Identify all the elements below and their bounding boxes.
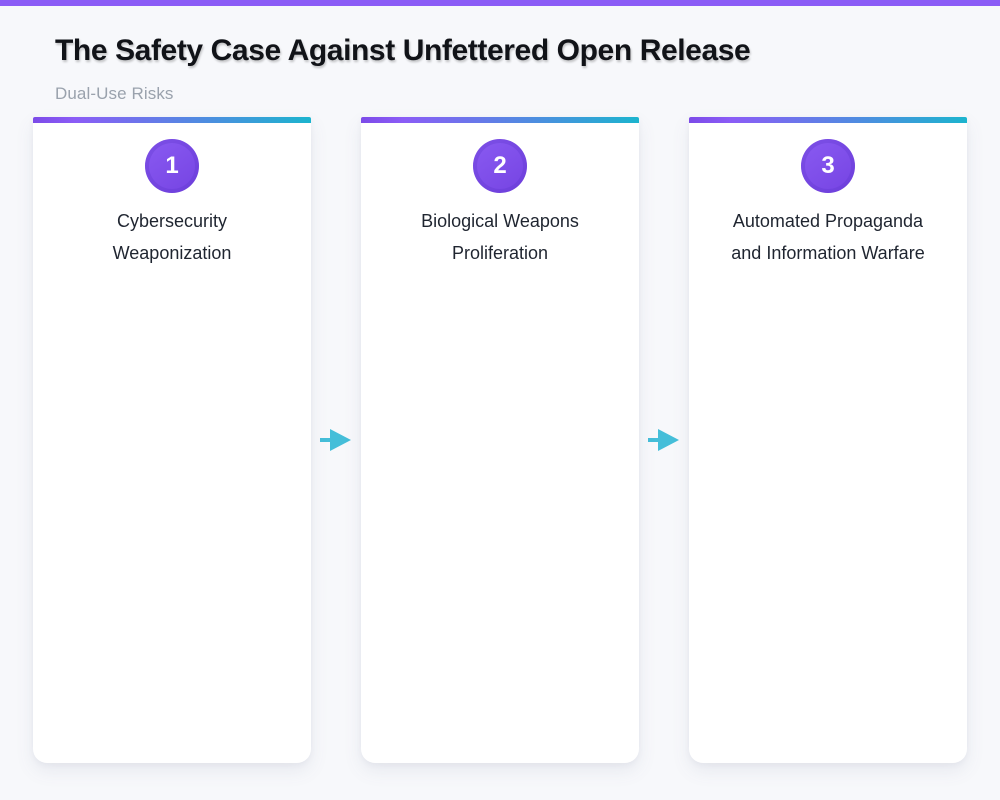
right-arrow-icon	[320, 429, 351, 451]
risk-card-1: 1 Cybersecurity Weaponization	[33, 117, 311, 763]
card-accent-strip	[689, 117, 967, 123]
card-title: Automated Propaganda and Information War…	[717, 205, 938, 269]
page-subtitle: Dual-Use Risks	[55, 84, 174, 103]
cards-row: 1 Cybersecurity Weaponization 2 Biologic…	[0, 104, 1000, 763]
page-title: The Safety Case Against Unfettered Open …	[55, 34, 751, 67]
header: The Safety Case Against Unfettered Open …	[0, 6, 1000, 104]
risk-card-3: 3 Automated Propaganda and Information W…	[689, 117, 967, 763]
card-title: Biological Weapons Proliferation	[407, 205, 593, 269]
step-number: 2	[493, 152, 507, 179]
card-title-line: Proliferation	[451, 243, 549, 263]
step-number: 1	[165, 152, 179, 179]
card-accent-strip	[33, 117, 311, 123]
step-2-badge: 2	[473, 139, 527, 193]
step-3-badge: 3	[801, 139, 855, 193]
arrow-gap-2	[639, 117, 689, 763]
top-accent-bar	[0, 0, 1000, 6]
card-accent-strip	[361, 117, 639, 123]
right-arrow-icon	[648, 429, 679, 451]
step-number: 3	[821, 152, 835, 179]
card-title-line: Automated Propaganda	[732, 211, 924, 231]
card-title-line: Biological Weapons	[421, 211, 579, 231]
card-title: Cybersecurity Weaponization	[99, 205, 246, 269]
card-title-line: Weaponization	[112, 243, 232, 263]
risk-card-2: 2 Biological Weapons Proliferation	[361, 117, 639, 763]
step-1-badge: 1	[145, 139, 199, 193]
arrow-gap-1	[311, 117, 361, 763]
card-title-line: Cybersecurity	[116, 211, 228, 231]
card-title-line: and Information Warfare	[731, 243, 925, 263]
